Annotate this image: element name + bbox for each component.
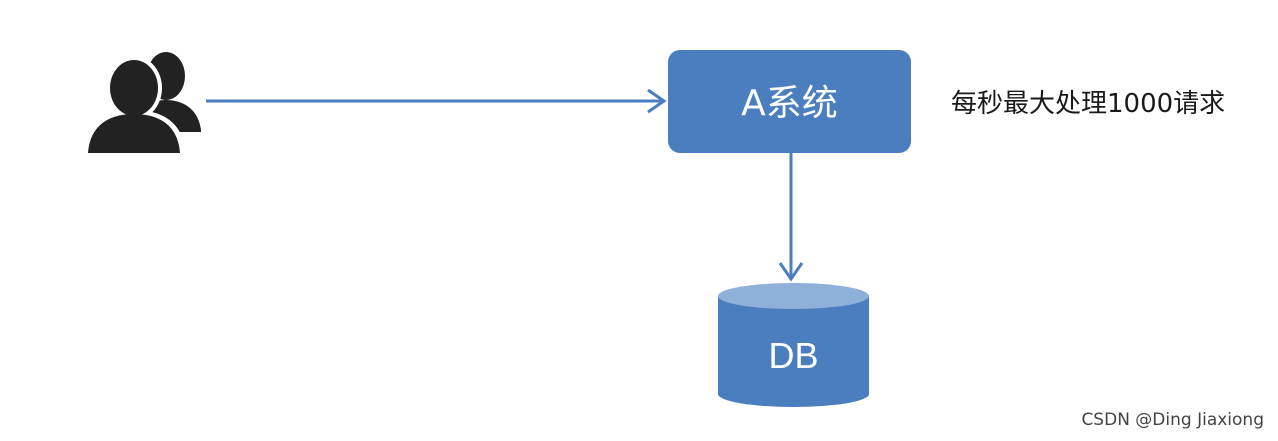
watermark: CSDN @Ding Jiaxiong (1081, 410, 1264, 430)
system-a-node: A系统 (668, 50, 911, 153)
arrow-system-to-db (778, 153, 804, 282)
throughput-annotation: 每秒最大处理1000请求 (951, 89, 1226, 119)
database-label: DB (768, 335, 819, 376)
system-a-label: A系统 (741, 82, 838, 124)
database-cylinder (718, 283, 869, 407)
arrow-users-to-system (206, 88, 667, 114)
users-icon (82, 52, 201, 155)
